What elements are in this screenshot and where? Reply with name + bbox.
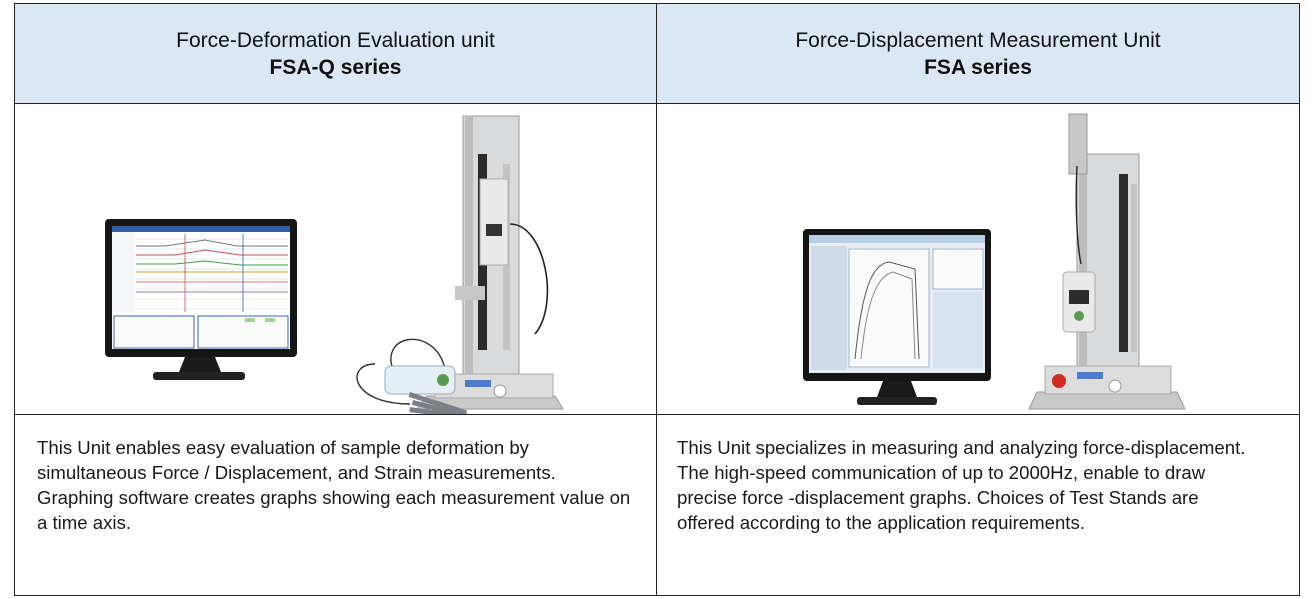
- product-comparison-table: Force-Deformation Evaluation unit FSA-Q …: [14, 3, 1300, 596]
- left-header-cell: Force-Deformation Evaluation unit FSA-Q …: [14, 3, 657, 104]
- left-product-series: FSA-Q series: [269, 55, 402, 79]
- right-description: This Unit specializes in measuring and a…: [657, 415, 1300, 596]
- left-image-cell: [14, 104, 657, 415]
- right-product-title: Force-Displacement Measurement Unit: [795, 28, 1161, 52]
- right-product-series: FSA series: [924, 55, 1032, 79]
- left-description: This Unit enables easy evaluation of sam…: [14, 415, 657, 596]
- amplifier-icon: [356, 338, 481, 414]
- left-product-title: Force-Deformation Evaluation unit: [176, 28, 495, 52]
- monitor-icon: [105, 219, 297, 380]
- test-stand-icon: [1028, 113, 1186, 410]
- monitor-icon: [803, 229, 991, 405]
- test-stand-icon: [415, 115, 564, 410]
- fsa-q-product-image: [105, 115, 564, 414]
- fsa-product-image: [803, 113, 1186, 410]
- right-header-cell: Force-Displacement Measurement Unit FSA …: [657, 3, 1300, 104]
- right-image-cell: [657, 104, 1300, 415]
